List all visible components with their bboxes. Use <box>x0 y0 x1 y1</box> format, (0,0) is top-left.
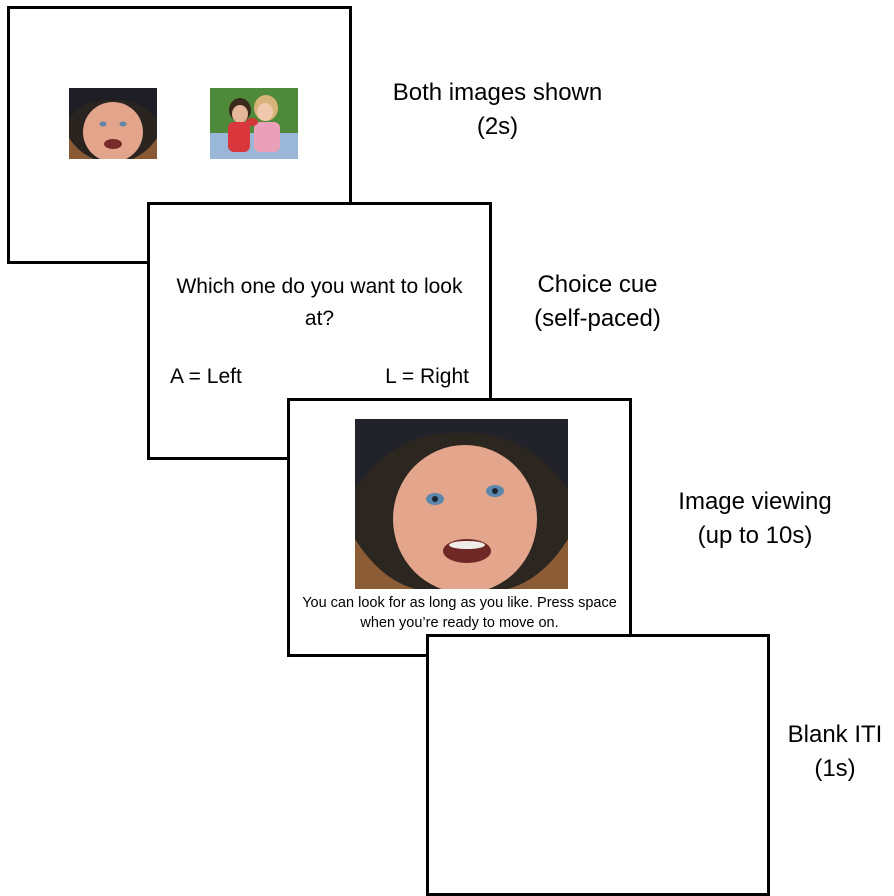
crying-baby-thumbnail <box>69 88 157 159</box>
key-right-instruction: L = Right <box>385 365 469 388</box>
stage-label-both-images: Both images shown (2s) <box>355 76 640 144</box>
stage-label-title: Choice cue <box>537 271 658 298</box>
stage-label-duration: (up to 10s) <box>697 522 813 549</box>
stage-label-duration: (2s) <box>476 113 519 140</box>
screen-image-viewing: You can look for as long as you like. Pr… <box>287 398 632 657</box>
stage-label-title: Image viewing <box>678 488 832 515</box>
viewing-instruction: You can look for as long as you like. Pr… <box>302 595 617 631</box>
key-left-instruction: A = Left <box>170 365 242 388</box>
stage-label-duration: (1s) <box>814 755 856 782</box>
stage-label-duration: (self-paced) <box>534 305 661 332</box>
choice-question: Which one do you want to look at? <box>176 275 463 330</box>
stage-label-choice-cue: Choice cue (self-paced) <box>500 268 695 336</box>
stage-label-blank-iti: Blank ITI (1s) <box>765 718 894 786</box>
stage-label-title: Blank ITI <box>787 721 883 748</box>
stage-label-title: Both images shown <box>392 79 603 106</box>
stage-label-image-viewing: Image viewing (up to 10s) <box>640 485 870 553</box>
screen-blank-iti <box>426 634 770 896</box>
two-girls-thumbnail <box>210 88 298 159</box>
crying-baby-image <box>355 419 568 589</box>
